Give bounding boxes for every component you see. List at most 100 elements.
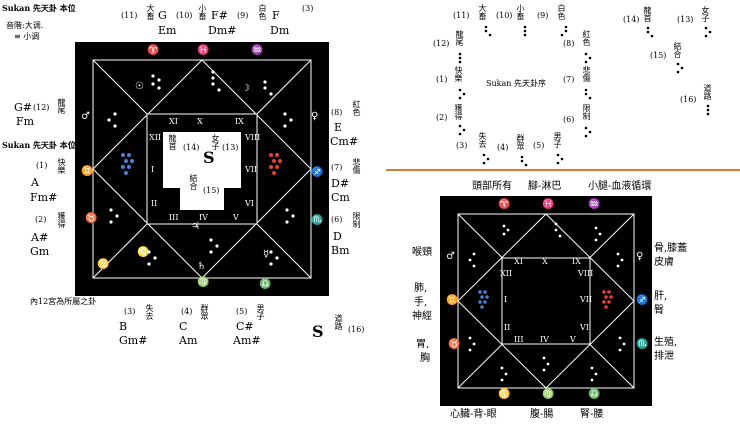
house-iii: III: [169, 213, 179, 222]
scorpio-icon: ♏: [311, 215, 324, 226]
rt-num-4: (4): [497, 143, 509, 152]
rt-num-5: (5): [533, 141, 545, 150]
rt-gua-2: 獲得: [454, 104, 463, 120]
rt-gua-11: 大畜: [478, 4, 487, 20]
rt-num-13: (13): [677, 15, 694, 24]
sun-icon: ☉: [135, 81, 144, 92]
rt-gua-5: 男子: [553, 132, 562, 148]
rt-num-8: (8): [563, 39, 575, 48]
rb-left-label-3: 手,: [414, 297, 428, 308]
rt-gua-6: 限制: [582, 104, 591, 120]
rt-num-3: (3): [456, 141, 468, 150]
house-vii: VII: [245, 165, 258, 174]
left-num-12: (12): [33, 103, 50, 112]
rt-num-2: (2): [436, 113, 448, 122]
bottom-num-16: (16): [348, 325, 365, 334]
rb-top-label-1: 頭部所有: [472, 181, 512, 192]
rb-right-label-6: 排泄: [654, 351, 674, 362]
rt-num-10: (10): [496, 11, 513, 20]
rb-house-ix: IX: [572, 257, 581, 266]
rt-gua-3: 失去: [478, 132, 487, 148]
top-chord-11: Em: [158, 24, 177, 37]
left-chart-board: XII XI X IX VIII VII VI V IV III II I ♈ …: [75, 42, 329, 296]
right-num-7: (7): [331, 163, 343, 172]
left-middle-label: Sukan 先天卦 本位: [2, 140, 76, 150]
left-header: Sukan 先天卦 本位: [2, 3, 76, 13]
house-i: I: [151, 165, 155, 174]
left-chord-1: Fm#: [30, 191, 58, 204]
top-num-11: (11): [121, 11, 138, 20]
rb-left-label-2: 肺,: [414, 283, 428, 294]
center-num-14: (14): [183, 143, 200, 152]
top-num-10: (10): [176, 11, 193, 20]
left-note-1: A: [31, 176, 39, 189]
center-big-s: S: [203, 148, 215, 167]
rt-gua-7: 悲傷: [582, 66, 591, 82]
rb-bottom-label-2: 腹-腸: [530, 409, 554, 420]
top-num-3: (3): [302, 4, 314, 13]
virgo-icon: ♍: [197, 277, 210, 288]
right-gua-8: 紅色: [352, 100, 361, 116]
right-chord-7: Cm: [331, 191, 350, 204]
rt-gua-1: 快樂: [454, 66, 463, 82]
house-ix: IX: [235, 117, 244, 126]
rb-bottom-label-1: 心臟-背-眼: [450, 409, 497, 420]
rt-num-12: (12): [433, 39, 450, 48]
bottom-chord-4: Am: [179, 334, 198, 347]
rb-house-i: I: [504, 295, 508, 304]
rb-cancer-icon: ♋: [498, 389, 511, 400]
left-num-1: (1): [36, 161, 48, 170]
rb-house-x: X: [542, 257, 548, 266]
rb-house-viii: VIII: [578, 269, 594, 278]
rt-gua-16: 道路: [703, 84, 712, 100]
moon-icon: ☽: [241, 83, 250, 94]
top-note-9: F: [272, 9, 280, 22]
top-gua-10: 小畜: [198, 4, 207, 20]
bottom-note-3: B: [119, 320, 128, 333]
house-ii: II: [151, 199, 158, 208]
right-num-8: (8): [331, 108, 343, 117]
top-chord-9: Dm: [270, 24, 290, 37]
rt-num-9: (9): [537, 11, 549, 20]
rt-gua-14: 龍首: [643, 6, 652, 22]
rb-right-label-5: 生殖,: [654, 337, 678, 348]
aries-icon: ♈: [147, 45, 160, 56]
bottom-gua-5: 男子: [256, 304, 265, 320]
rb-house-xi: XI: [514, 257, 523, 266]
right-num-6: (6): [331, 215, 343, 224]
top-note-10: F#: [211, 9, 228, 22]
venus-icon: ♀: [311, 111, 319, 122]
rb-house-iv: IV: [540, 335, 549, 344]
rb-sagittarius-icon: ♐: [636, 295, 649, 306]
top-num-9: (9): [237, 11, 249, 20]
rb-venus-icon: ♀: [636, 251, 644, 262]
left-num-2: (2): [35, 215, 47, 224]
legend-major: 音階:大调.: [6, 21, 44, 30]
rb-top-label-3: 小腿-血液循環: [588, 181, 652, 192]
legend-minor: ≡ 小调: [14, 32, 40, 41]
dot-figures: [107, 70, 295, 266]
rb-aquarius-icon: ♒: [588, 199, 601, 210]
rt-num-15: (15): [650, 51, 667, 60]
left-chord-12: Fm: [16, 115, 35, 128]
rb-gemini-icon: ♊: [446, 295, 459, 306]
rb-pisces-icon: ♓: [542, 199, 555, 210]
rb-house-ii: II: [504, 323, 511, 332]
cancer-icon: ♋: [97, 259, 110, 270]
bottom-chord-5: Am#: [233, 334, 261, 347]
left-note-2: A#: [31, 231, 49, 244]
red-figure: [269, 153, 282, 175]
bottom-gua-3: 失去: [145, 304, 154, 320]
left-chord-2: Gm: [30, 245, 50, 258]
jupiter-icon: ♃: [191, 221, 200, 232]
rb-house-vii: VII: [580, 295, 593, 304]
taurus-icon: ♉: [85, 213, 98, 224]
house-xii: XII: [149, 133, 162, 142]
rt-gua-15: 結合: [673, 42, 682, 58]
center-gua-13: 女子: [211, 134, 220, 150]
top-chord-10: Dm#: [208, 24, 237, 37]
rt-num-11: (11): [453, 11, 470, 20]
rt-title: Sukan 先天卦序: [486, 79, 546, 88]
house-x: X: [197, 117, 203, 126]
